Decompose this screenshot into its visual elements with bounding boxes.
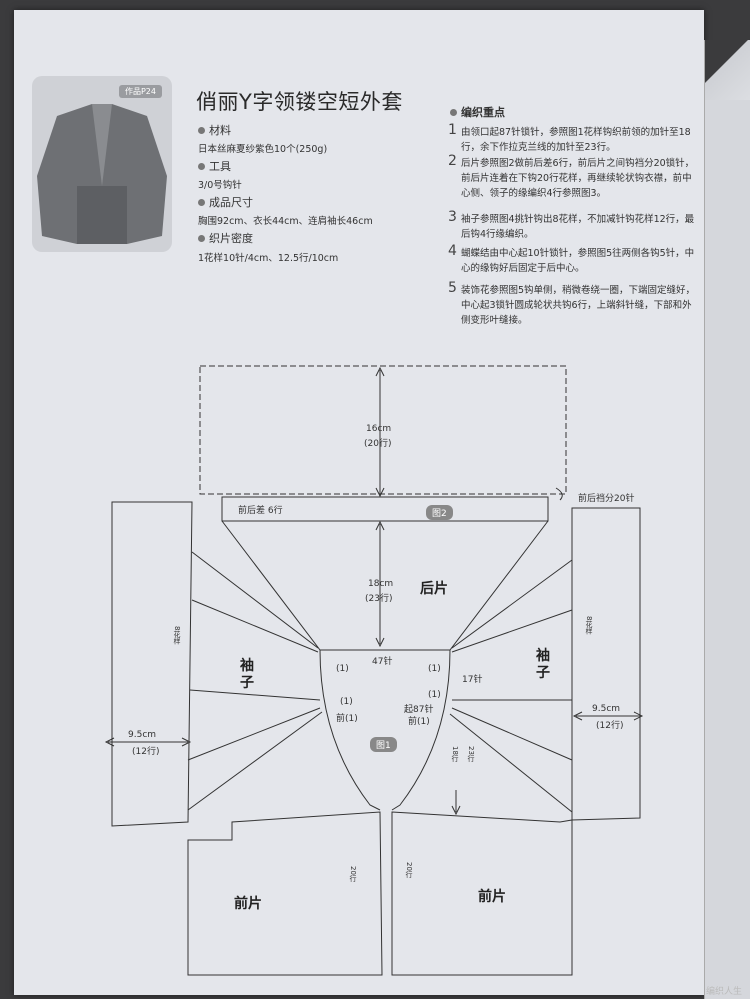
materials-heading: 材料 [198,122,231,138]
left-sleeve-width: 9.5cm [128,730,157,740]
back-yoke-band [221,496,549,522]
neck-stitches: 47针 [372,657,393,667]
bullet-icon [198,199,205,206]
back-top-block [199,365,567,495]
left-sleeve-pattern: 8花样 [173,626,181,645]
back-rows: (23行) [365,594,393,604]
left-front-rows: 20行 [349,866,357,882]
front-rows-small-b: 23行 [467,746,475,762]
right-raglan-lines [449,559,573,813]
size-heading: 成品尺寸 [198,194,253,210]
back-top-height: 16cm [366,424,392,434]
right-sleeve-outline [571,507,641,821]
page-title: 俏丽Y字领镂空短外套 [196,90,403,114]
bullet-icon [198,127,205,134]
right-sleeve-rows: (12行) [596,721,624,731]
left-inc-1: (1) [336,664,349,674]
left-sleeve-label-2: 子 [240,675,254,691]
tools-heading: 工具 [198,158,231,174]
front-arrow [451,790,461,816]
right-front-label: 前片 [478,889,506,905]
next-page [704,40,750,999]
back-piece-outline [221,520,549,651]
left-sleeve-label-1: 袖 [240,658,254,674]
bullet-icon [198,163,205,170]
gauge-value: 1花样10针/4cm、12.5行/10cm [198,253,339,264]
figure-2-label: 图2 [426,505,453,520]
left-front-label: 前片 [234,896,262,912]
left-inc-2: (1) [340,697,353,707]
jacket-image [37,104,167,244]
photo-tag: 作品P24 [118,85,162,98]
size-value: 胸围92cm、衣长44cm、连肩袖长46cm [198,216,373,227]
right-front-inc: 前(1) [408,717,430,727]
neckline [319,649,451,811]
bullet-icon [198,235,205,242]
gusset-pointer [555,487,563,501]
tools-value: 3/0号钩针 [198,180,242,191]
side-stitches: 17针 [462,675,483,685]
right-sleeve-label-1: 袖 [536,648,550,664]
start-stitches: 起87针 [404,705,434,715]
left-front-outline [187,811,383,976]
bullet-icon [450,109,457,116]
left-front-inc: 前(1) [336,714,358,724]
left-raglan-lines [187,551,323,811]
back-dimension [375,520,385,648]
watermark: 编织人生 [705,987,742,997]
page-curl [705,40,750,100]
right-front-rows: 20行 [405,862,413,878]
front-rows-small-a: 18行 [451,746,459,762]
front-back-diff: 前后差 6行 [238,506,283,516]
back-height: 18cm [368,579,394,589]
notes-heading: 编织重点 [450,104,505,120]
left-sleeve-width-dimension [104,737,192,747]
garment-photo: 作品P24 [32,76,172,252]
left-sleeve-outline [111,501,193,827]
back-top-dimension [375,366,385,498]
right-sleeve-pattern: 8花样 [585,616,593,635]
back-top-rows: (20行) [364,439,392,449]
gauge-heading: 织片密度 [198,230,253,246]
right-front-outline [391,811,573,976]
right-sleeve-label-2: 子 [536,665,550,681]
right-sleeve-width: 9.5cm [592,704,621,714]
left-sleeve-rows: (12行) [132,747,160,757]
right-inc-1: (1) [428,664,441,674]
right-sleeve-width-dimension [572,711,644,721]
right-inc-2: (1) [428,690,441,700]
gusset-label: 前后裆分20针 [578,494,635,504]
materials-value: 日本丝麻夏纱紫色10个(250g) [198,144,328,155]
figure-1-label: 图1 [370,737,397,752]
back-piece-label: 后片 [420,581,448,597]
